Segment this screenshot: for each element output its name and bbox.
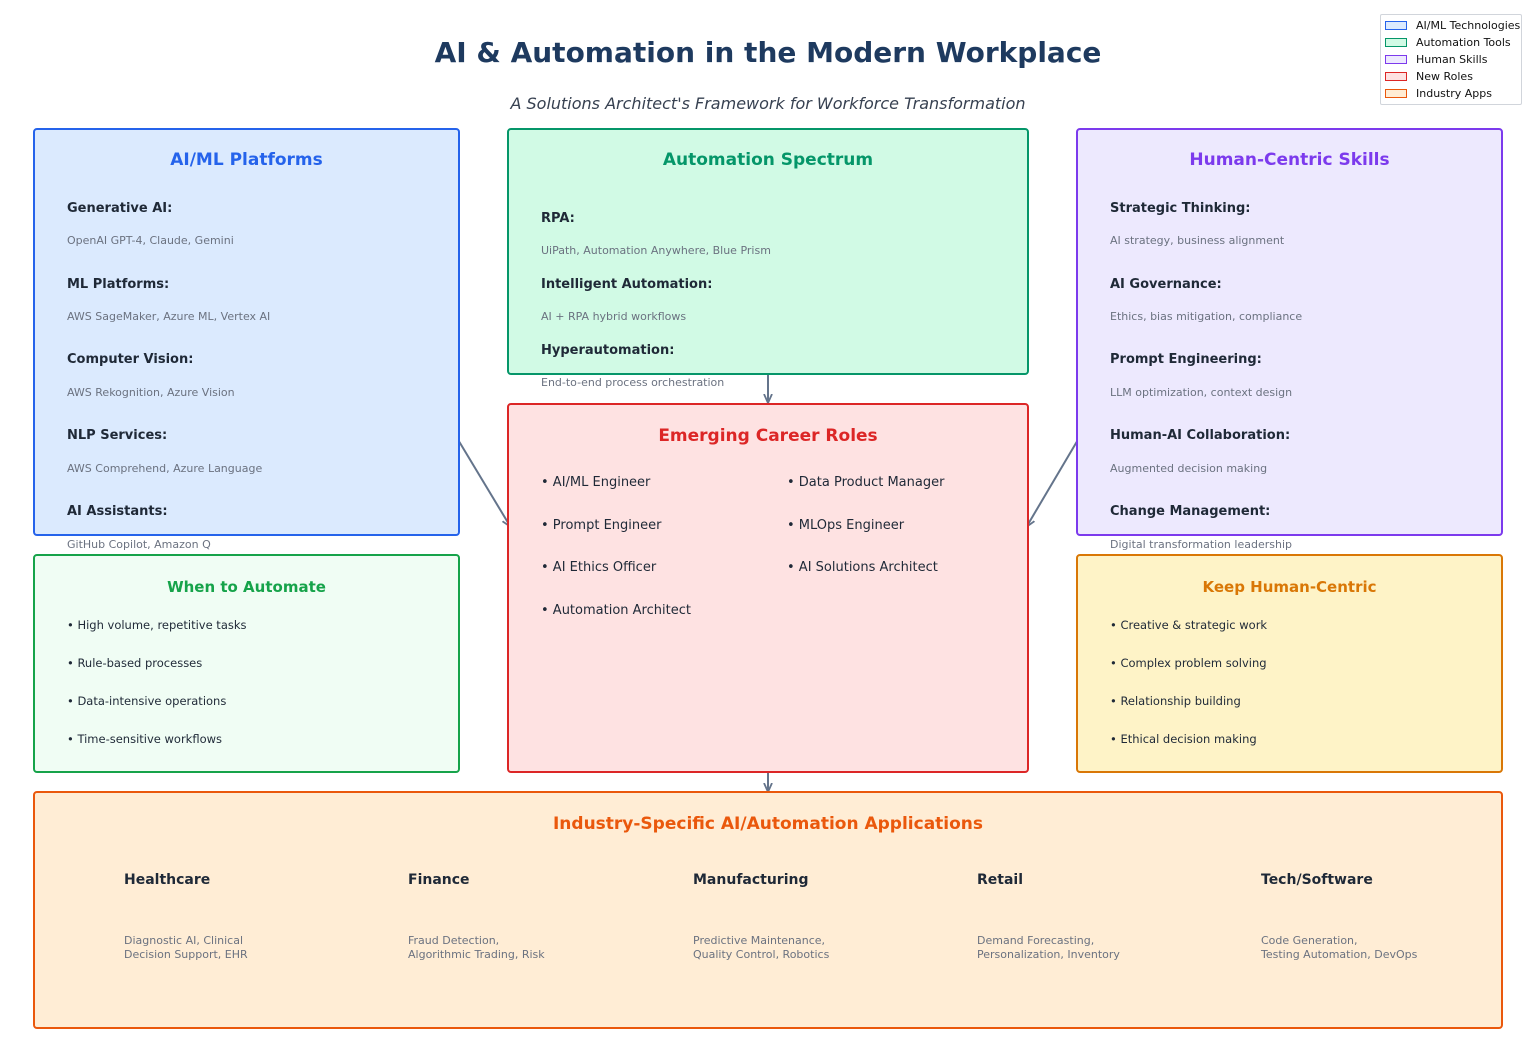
industry-detail: Fraud Detection, Algorithmic Trading, Ri… (408, 934, 545, 961)
when-item: • High volume, repetitive tasks (67, 618, 247, 632)
role-item: • Prompt Engineer (541, 518, 662, 533)
aiml-item-detail: AWS SageMaker, Azure ML, Vertex AI (67, 310, 271, 323)
industry-name: Manufacturing (693, 872, 809, 888)
when-panel-title: When to Automate (167, 578, 326, 596)
role-item: • AI Solutions Architect (787, 560, 938, 575)
aiml-item-detail: AWS Comprehend, Azure Language (67, 462, 263, 475)
industry-panel-title: Industry-Specific AI/Automation Applicat… (552, 814, 984, 834)
automation-item-heading: RPA: (541, 211, 575, 226)
role-item: • Automation Architect (541, 603, 691, 618)
aiml-item-heading: ML Platforms: (67, 277, 170, 292)
aiml-item-heading: Computer Vision: (67, 352, 194, 367)
aiml-item-detail: GitHub Copilot, Amazon Q (67, 538, 211, 551)
industry-name: Retail (977, 872, 1024, 888)
automation-item-detail: UiPath, Automation Anywhere, Blue Prism (541, 244, 771, 257)
legend-swatch (1385, 54, 1407, 64)
aiml-item-heading: NLP Services: (67, 428, 168, 443)
role-item: • AI Ethics Officer (541, 560, 657, 575)
industry-name: Tech/Software (1261, 872, 1373, 888)
automation-item-detail: AI + RPA hybrid workflows (541, 310, 687, 323)
automation-panel-title: Automation Spectrum (662, 150, 874, 170)
keep-item: • Complex problem solving (1110, 656, 1267, 670)
when-item: • Time-sensitive workflows (67, 732, 223, 746)
page-subtitle: A Solutions Architect's Framework for Wo… (510, 94, 1026, 113)
industry-detail: Diagnostic AI, Clinical Decision Support… (124, 934, 248, 961)
legend-item-human: Human Skills (1384, 51, 1487, 67)
role-item: • MLOps Engineer (787, 518, 905, 533)
legend-label: AI/ML Technologies (1416, 18, 1521, 32)
human-panel-title: Human-Centric Skills (1189, 150, 1390, 170)
legend-item-automation: Automation Tools (1384, 34, 1511, 50)
human-skills-panel: Human-Centric Skills (1076, 128, 1503, 536)
human-item-detail: Ethics, bias mitigation, compliance (1110, 310, 1303, 323)
aiml-item-heading: Generative AI: (67, 201, 173, 216)
human-item-detail: LLM optimization, context design (1110, 386, 1293, 399)
legend-label: Human Skills (1416, 52, 1488, 66)
legend-item-roles: New Roles (1384, 68, 1473, 84)
aiml-item-detail: OpenAI GPT-4, Claude, Gemini (67, 234, 234, 247)
aiml-platforms-panel: AI/ML Platforms (33, 128, 460, 536)
industry-detail: Code Generation, Testing Automation, Dev… (1261, 934, 1418, 961)
keep-panel-title: Keep Human-Centric (1202, 578, 1377, 596)
automation-spectrum-panel: Automation Spectrum (507, 128, 1029, 375)
industry-name: Finance (408, 872, 470, 888)
human-item-detail: Augmented decision making (1110, 462, 1268, 475)
roles-panel-title: Emerging Career Roles (658, 426, 878, 446)
human-item-heading: Prompt Engineering: (1110, 352, 1262, 367)
legend-swatch (1385, 88, 1407, 98)
when-item: • Rule-based processes (67, 656, 203, 670)
page-title: AI & Automation in the Modern Workplace (434, 36, 1102, 69)
legend-item-aiml: AI/ML Technologies (1384, 17, 1520, 33)
human-item-heading: Human-AI Collaboration: (1110, 428, 1291, 443)
when-item: • Data-intensive operations (67, 694, 227, 708)
keep-item: • Creative & strategic work (1110, 618, 1268, 632)
role-item: • Data Product Manager (787, 475, 945, 490)
legend-swatch (1385, 20, 1407, 30)
aiml-panel-title: AI/ML Platforms (170, 150, 323, 170)
legend-swatch (1385, 37, 1407, 47)
keep-human-centric-panel: Keep Human-Centric (1076, 554, 1503, 773)
human-item-heading: AI Governance: (1110, 277, 1222, 292)
when-to-automate-panel: When to Automate (33, 554, 460, 773)
arrow-human-to-roles (1027, 437, 1080, 526)
human-item-heading: Change Management: (1110, 504, 1271, 519)
legend-item-industry: Industry Apps (1384, 85, 1492, 101)
role-item: • AI/ML Engineer (541, 475, 651, 490)
keep-item: • Ethical decision making (1110, 732, 1257, 746)
legend-label: New Roles (1416, 69, 1473, 83)
human-item-detail: Digital transformation leadership (1110, 538, 1292, 551)
automation-item-heading: Hyperautomation: (541, 343, 675, 358)
industry-detail: Demand Forecasting, Personalization, Inv… (977, 934, 1120, 961)
keep-item: • Relationship building (1110, 694, 1241, 708)
legend-label: Industry Apps (1416, 86, 1492, 100)
legend-label: Automation Tools (1416, 35, 1511, 49)
aiml-item-detail: AWS Rekognition, Azure Vision (67, 386, 235, 399)
industry-applications-panel: Industry-Specific AI/Automation Applicat… (33, 791, 1503, 1029)
human-item-detail: AI strategy, business alignment (1110, 234, 1285, 247)
arrow-aiml-to-roles (456, 437, 510, 526)
human-item-heading: Strategic Thinking: (1110, 201, 1251, 216)
legend: AI/ML Technologies Automation Tools Huma… (1380, 14, 1522, 105)
automation-item-heading: Intelligent Automation: (541, 277, 713, 292)
automation-item-detail: End-to-end process orchestration (541, 376, 725, 389)
career-roles-panel: Emerging Career Roles (507, 403, 1029, 773)
legend-swatch (1385, 71, 1407, 81)
industry-name: Healthcare (124, 872, 211, 888)
aiml-item-heading: AI Assistants: (67, 504, 168, 519)
industry-detail: Predictive Maintenance, Quality Control,… (693, 934, 830, 961)
